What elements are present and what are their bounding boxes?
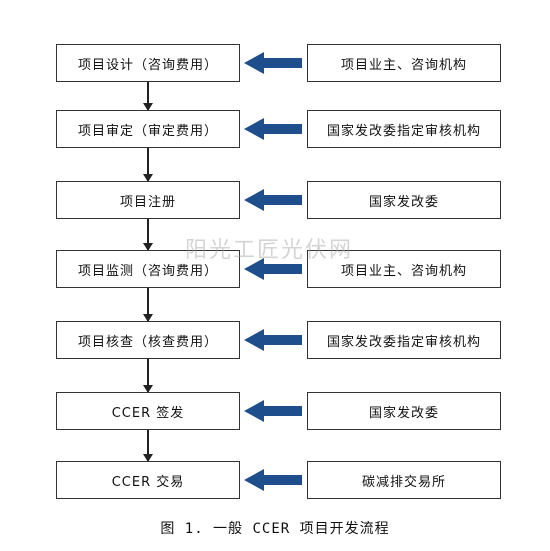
- step-box-project-validation: 项目审定（审定费用）: [56, 110, 240, 148]
- flow-connector: [143, 430, 153, 462]
- source-box-project-verification: 国家发改委指定审核机构: [307, 321, 501, 359]
- step-box-ccer-trading: CCER 交易: [56, 461, 240, 499]
- step-box-project-verification: 项目核查（核查费用）: [56, 321, 240, 359]
- source-box-ccer-issuance: 国家发改委: [307, 392, 501, 430]
- source-box-project-registration: 国家发改委: [307, 181, 501, 219]
- source-box-project-design: 项目业主、咨询机构: [307, 44, 501, 82]
- figure-caption: 图 1. 一般 CCER 项目开发流程: [160, 521, 390, 537]
- step-box-ccer-issuance: CCER 签发: [56, 392, 240, 430]
- left-arrow-icon: [244, 258, 302, 280]
- left-arrow-icon: [244, 52, 302, 74]
- left-arrow-icon: [244, 329, 302, 351]
- source-box-project-validation: 国家发改委指定审核机构: [307, 110, 501, 148]
- flow-connector: [143, 359, 153, 393]
- left-arrow-icon: [244, 189, 302, 211]
- source-box-ccer-trading: 碳减排交易所: [307, 461, 501, 499]
- step-box-project-registration: 项目注册: [56, 181, 240, 219]
- left-arrow-icon: [244, 469, 302, 491]
- source-box-project-monitoring: 项目业主、咨询机构: [307, 250, 501, 288]
- flow-connector: [143, 148, 153, 182]
- flow-connector: [143, 82, 153, 111]
- step-box-project-design: 项目设计（咨询费用）: [56, 44, 240, 82]
- step-box-project-monitoring: 项目监测（咨询费用）: [56, 250, 240, 288]
- left-arrow-icon: [244, 118, 302, 140]
- flow-connector: [143, 219, 153, 251]
- left-arrow-icon: [244, 400, 302, 422]
- flow-connector: [143, 288, 153, 322]
